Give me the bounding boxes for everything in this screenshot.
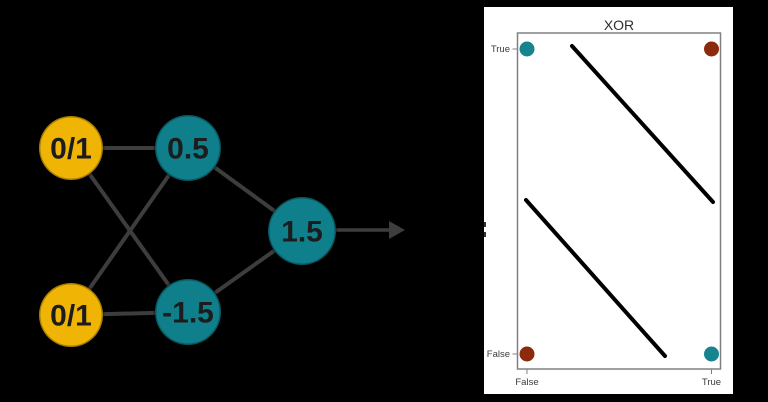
x-axis-label-true: True: [702, 377, 721, 388]
decision-boundary-upper: [570, 44, 715, 204]
output-node-circle: [266, 195, 338, 267]
node-input-bottom: 0/1: [37, 281, 105, 349]
output-node-label: 1.5: [281, 216, 323, 249]
input-node-label: 0/1: [50, 300, 92, 333]
neural-network-diagram: 0/1 0/1 0.5 -1.5 1.5: [37, 113, 405, 349]
hidden-node-label: 0.5: [167, 133, 209, 166]
decision-boundaries: [524, 44, 715, 358]
y-axis-label-false: False: [487, 349, 510, 360]
scatter-point-false-true: [519, 41, 535, 57]
decision-boundary-lower: [524, 198, 667, 358]
input-node-circle: [37, 281, 105, 349]
output-arrow: [336, 221, 405, 239]
node-output: 1.5: [266, 195, 338, 267]
scatter-point-true-true: [704, 41, 719, 57]
input-node-label: 0/1: [50, 133, 92, 166]
node-input-top: 0/1: [37, 114, 105, 182]
axis-ticks: [512, 48, 712, 374]
hidden-node-circle: [153, 277, 223, 347]
node-hidden-top: 0.5: [153, 113, 223, 183]
clipped-ylabel-mark: [484, 222, 486, 237]
scatter-point-false-false: [519, 346, 535, 362]
xor-chart-panel: XOR True False False True: [484, 7, 733, 394]
arrowhead-icon: [389, 221, 405, 239]
hidden-node-label: -1.5: [162, 297, 214, 330]
node-hidden-bottom: -1.5: [153, 277, 223, 347]
y-axis-label-true: True: [491, 44, 510, 55]
xor-chart: XOR True False False True: [484, 17, 722, 388]
plot-border: [516, 32, 722, 370]
hidden-node-circle: [153, 113, 223, 183]
scatter-point-true-false: [704, 346, 719, 362]
input-node-circle: [37, 114, 105, 182]
chart-title: XOR: [604, 17, 634, 33]
x-axis-label-false: False: [515, 377, 538, 388]
edge-input-bottom-hidden-top: [69, 146, 190, 317]
